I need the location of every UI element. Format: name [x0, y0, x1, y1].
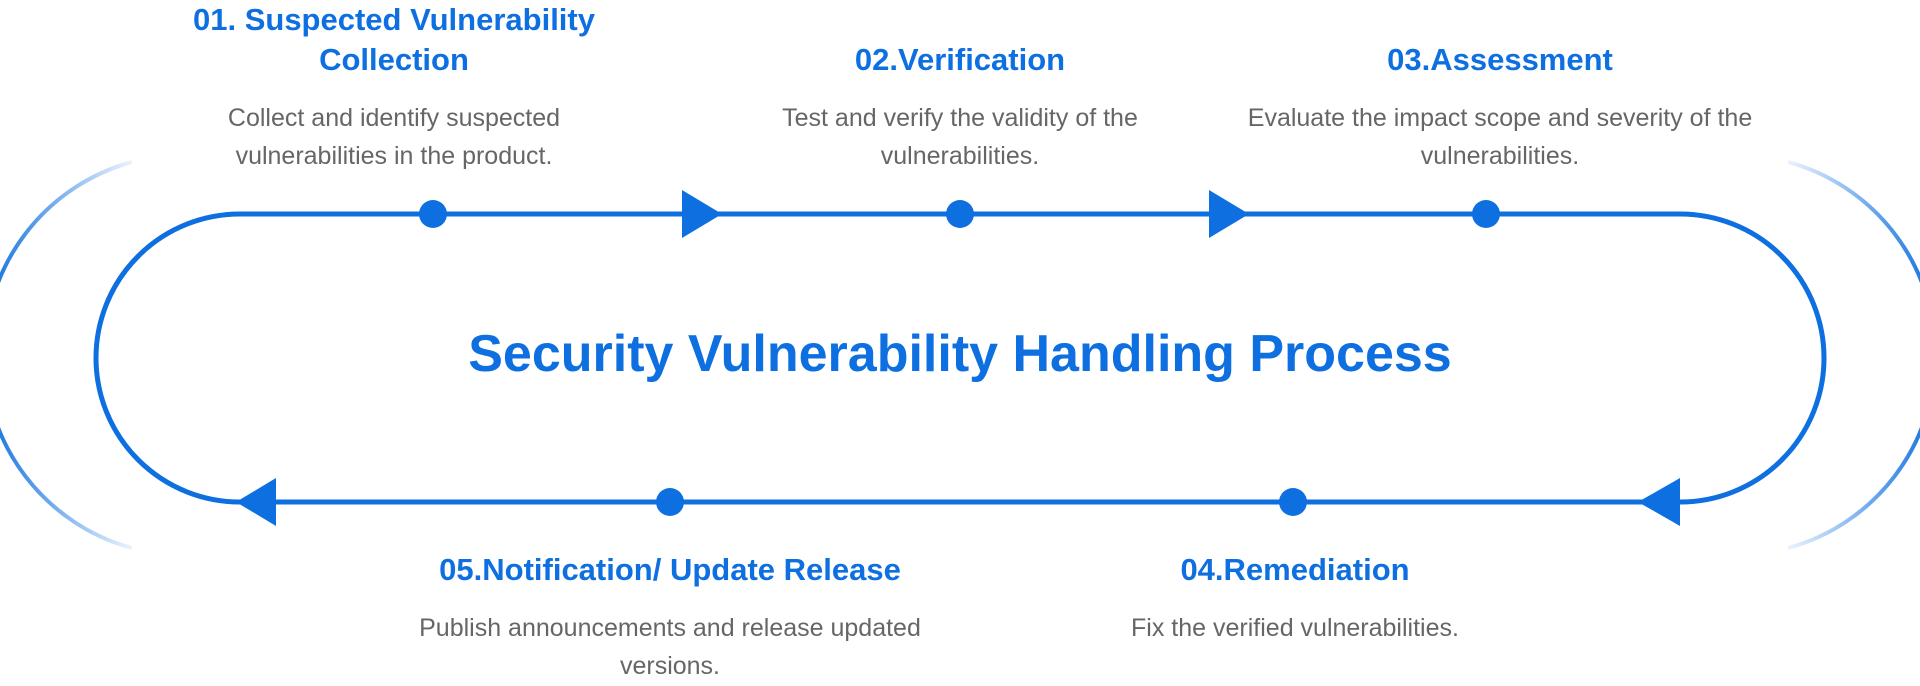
step-2-title: 02.Verification	[854, 42, 1066, 77]
outer-arc-left	[0, 160, 133, 550]
step-4-title: 04.Remediation	[1180, 552, 1410, 587]
step-1: 01. Suspected Vulnerability Collection C…	[160, 0, 628, 175]
step-5: 05.Notification/ Update Release Publish …	[370, 550, 970, 685]
step-3-description: Evaluate the impact scope and severity o…	[1247, 104, 1753, 170]
step-5-description: Publish announcements and release update…	[419, 614, 921, 680]
step-marker-3	[1472, 200, 1500, 228]
arrow-bottom-1	[1638, 478, 1680, 526]
diagram-title: Security Vulnerability Handling Process	[468, 325, 1452, 383]
step-4-description: Fix the verified vulnerabilities.	[1131, 614, 1459, 642]
step-1-description: Collect and identify suspected vulnerabi…	[227, 104, 561, 170]
step-2: 02.Verification Test and verify the vali…	[740, 40, 1180, 175]
step-2-description: Test and verify the validity of the vuln…	[782, 104, 1138, 170]
outer-arc-right	[1787, 160, 1920, 550]
step-3-title: 03.Assessment	[1387, 42, 1613, 77]
step-3: 03.Assessment Evaluate the impact scope …	[1240, 40, 1760, 175]
arrow-bottom-2	[236, 478, 276, 526]
step-marker-4	[1279, 488, 1307, 516]
step-1-title: 01. Suspected Vulnerability Collection	[193, 2, 595, 77]
arrow-top-2	[1209, 190, 1249, 238]
arrow-top-1	[682, 190, 722, 238]
step-marker-1	[419, 200, 447, 228]
step-5-title: 05.Notification/ Update Release	[439, 552, 901, 587]
step-4: 04.Remediation Fix the verified vulnerab…	[1080, 550, 1510, 647]
step-marker-5	[656, 488, 684, 516]
step-marker-2	[946, 200, 974, 228]
